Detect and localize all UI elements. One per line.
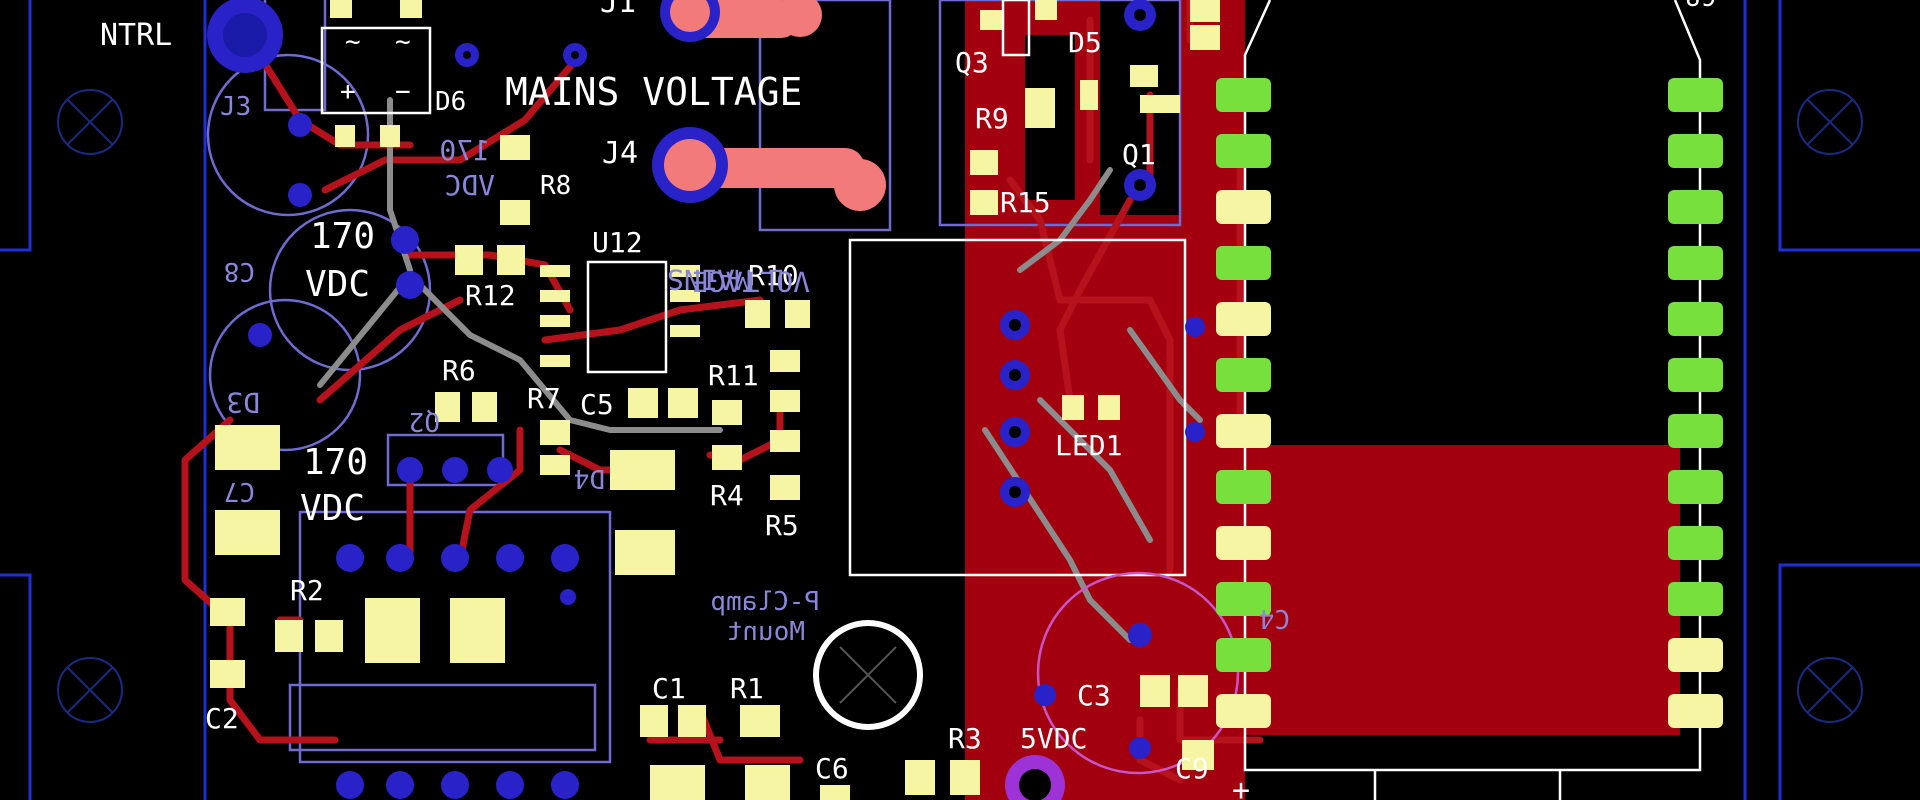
label-r15: R15: [1000, 186, 1051, 219]
label-u12: U12: [592, 226, 643, 259]
label-j3: J3: [220, 92, 251, 122]
top-silk-labels: NTRL J1 J4 MAINS VOLTAGE D6 R8 170 VDC 1…: [100, 0, 1716, 800]
label-c9: C9: [1175, 752, 1209, 785]
via-holes: [463, 9, 1146, 498]
label-r3: R3: [948, 722, 982, 755]
label-vdc-bottom: VDC: [444, 169, 495, 202]
label-c6: C6: [815, 752, 849, 785]
symbol-plus-d6: +: [340, 77, 356, 107]
label-mount: Mount: [727, 617, 805, 647]
label-led1: LED1: [1055, 429, 1122, 462]
label-q3: Q3: [955, 46, 989, 79]
label-c2: C2: [205, 702, 239, 735]
bottom-silk-labels: J3 170 VDC L MAINS VOLTAGE C8 D3 C7 Q2 D…: [220, 92, 1290, 647]
label-mains-bottom-2: VOLTAGE: [692, 265, 810, 298]
label-c7: C7: [224, 476, 255, 506]
mains-terminals: [207, 0, 886, 211]
label-d3: D3: [226, 386, 260, 419]
label-r9: R9: [975, 102, 1009, 135]
label-j1: J1: [600, 0, 636, 20]
label-r11: R11: [708, 359, 759, 392]
label-r6: R6: [442, 354, 476, 387]
label-d4: D4: [574, 463, 605, 493]
label-170-bottom: 170: [439, 134, 490, 167]
label-r12: R12: [465, 279, 516, 312]
symbol-tilde-b: ~: [395, 27, 411, 57]
big-via-ring: [1005, 755, 1065, 800]
label-c5: C5: [580, 388, 614, 421]
label-u9: U9: [1685, 0, 1716, 13]
label-r7: R7: [527, 382, 561, 415]
label-c8: C8: [224, 256, 255, 286]
label-vdc-mid: VDC: [300, 488, 365, 529]
label-j4: J4: [602, 136, 638, 171]
u9-module-pads: [1216, 78, 1723, 728]
label-r2: R2: [290, 574, 324, 607]
label-170-mid: 170: [303, 442, 368, 483]
label-ntrl: NTRL: [100, 18, 172, 53]
mounting-holes: [57, 89, 1863, 723]
symbol-minus: −: [395, 77, 411, 107]
u9-right-pads: [1668, 78, 1723, 728]
top-silkscreen: [320, 0, 1702, 800]
vias: [248, 0, 1205, 799]
label-d5: D5: [1068, 26, 1102, 59]
component-pads: [210, 0, 1220, 800]
label-r1: R1: [730, 672, 764, 705]
label-170-top: 170: [310, 216, 375, 257]
label-r5: R5: [765, 509, 799, 542]
u9-left-pads: [1216, 78, 1271, 728]
label-q2: Q2: [409, 406, 440, 436]
label-vdc-top: VDC: [305, 264, 370, 305]
symbol-tilde-a: ~: [345, 27, 361, 57]
label-mains-voltage: MAINS VOLTAGE: [505, 70, 802, 114]
symbol-plus-c9: +: [1232, 773, 1250, 800]
label-5vdc: 5VDC: [1020, 722, 1087, 755]
label-c1: C1: [652, 672, 686, 705]
label-c3: C3: [1077, 679, 1111, 712]
label-mains-bottom-1: L MAINS: [667, 263, 785, 296]
label-r4: R4: [710, 479, 744, 512]
label-r8: R8: [540, 171, 571, 201]
label-r10: R10: [748, 259, 799, 292]
label-c4: C4: [1259, 603, 1290, 633]
label-d6: D6: [435, 87, 466, 117]
label-q1: Q1: [1122, 138, 1156, 171]
label-pclamp: P-Clamp: [710, 587, 820, 617]
